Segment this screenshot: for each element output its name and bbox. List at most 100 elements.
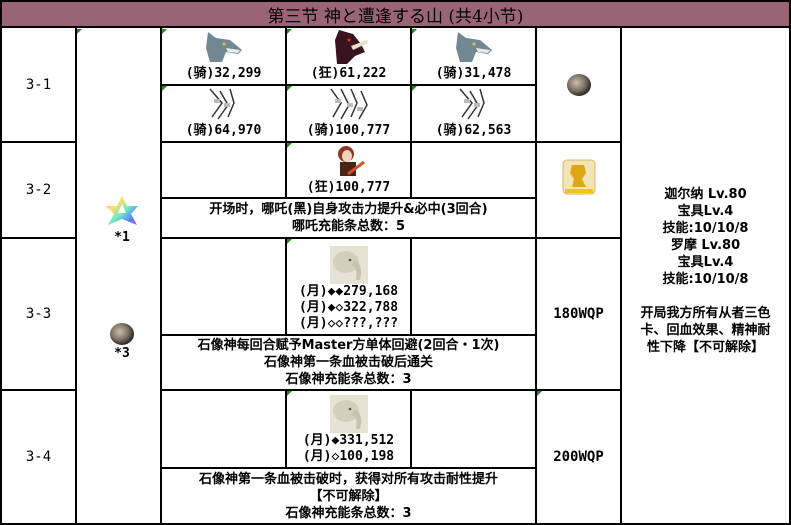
stage-label: 3-1 — [25, 76, 52, 93]
enemy-cell: (骑)64,970 — [162, 86, 285, 141]
enemy-hp-line: (月)◇◇???,??? — [298, 316, 399, 331]
reward-qp: 200WQP — [553, 449, 604, 465]
skeleton-horde-icon — [458, 88, 485, 120]
grid-line — [0, 523, 791, 525]
cell-marker — [412, 29, 417, 34]
grid-line — [620, 28, 622, 525]
team-info-line: 卡、回血效果、精神耐 — [640, 323, 771, 338]
stage-label: 3-2 — [25, 182, 52, 198]
cell-marker — [287, 86, 292, 91]
cell-marker — [287, 143, 292, 148]
nezha-icon — [337, 146, 365, 176]
grid-line — [410, 238, 412, 335]
grid-line — [160, 84, 537, 86]
wolf-icon — [455, 32, 492, 62]
team-info-line: 宝具Lv.4 — [677, 204, 734, 219]
stage-notes: 石像神第一条血被击破时，获得对所有攻击耐性提升 【不可解除】 石像神充能条总数：… — [162, 469, 535, 523]
grid-line — [160, 197, 537, 199]
cell-marker — [287, 239, 292, 244]
enemy-hp-line: (月)◇100,198 — [302, 449, 395, 464]
enemy-label: (骑)32,299 — [185, 66, 262, 81]
cell-marker — [287, 391, 292, 396]
team-info-line: 技能:10/10/8 — [662, 221, 749, 236]
note-line: 石像神第一条血被击破后通关 — [263, 355, 433, 370]
boar-icon — [334, 30, 368, 64]
team-info-line: 性下降【不可解除】 — [646, 340, 764, 355]
wolf-icon — [205, 32, 242, 62]
drop-count: *3 — [114, 346, 130, 361]
enemy-label: (狂)61,222 — [310, 66, 387, 81]
grid-line — [75, 28, 77, 525]
drop-item: *3 — [100, 318, 144, 364]
team-info-line: 迦尔纳 Lv.80 — [664, 187, 747, 202]
grid-line — [160, 334, 537, 336]
enemy-cell: (月)◆331,512 (月)◇100,198 — [287, 391, 410, 467]
cell-marker — [162, 29, 167, 34]
enemy-label: (骑)62,563 — [435, 123, 512, 138]
enemy-label: (狂)100,777 — [306, 180, 391, 195]
note-line: 石像神每回合赋予Master方单体回避(2回合・1次) — [197, 338, 500, 353]
rainbow-star-icon — [106, 196, 138, 225]
stage-notes: 开场时，哪吒(黑)自身攻击力提升&必中(3回合) 哪吒充能条总数：5 — [162, 199, 535, 237]
stage-label: 3-3 — [25, 306, 52, 322]
grid-line — [789, 28, 791, 525]
stage-notes: 石像神每回合赋予Master方单体回避(2回合・1次) 石像神第一条血被击破后通… — [162, 336, 535, 389]
enemy-label: (骑)64,970 — [185, 123, 262, 138]
enemy-cell: (骑)31,478 — [412, 28, 535, 84]
grid-line — [160, 467, 537, 469]
stone-elephant-icon — [329, 246, 368, 284]
grid-line — [0, 389, 76, 391]
grid-line — [535, 28, 537, 525]
team-info: 迦尔纳 Lv.80 宝具Lv.4 技能:10/10/8 罗摩 Lv.80 宝具L… — [622, 186, 789, 366]
drop-item: *1 — [100, 190, 144, 250]
golden-statue-icon — [562, 159, 595, 195]
reward-cell — [537, 143, 620, 237]
enemy-hp-line: (月)◆◇322,788 — [298, 300, 399, 315]
grid-line — [160, 141, 622, 143]
enemy-cell: (狂)61,222 — [287, 28, 410, 84]
enemy-cell: (月)◆◆279,168 (月)◆◇322,788 (月)◇◇???,??? — [287, 239, 410, 334]
enemy-cell: (骑)62,563 — [412, 86, 535, 141]
grid-line — [160, 237, 622, 239]
reward-qp: 180WQP — [553, 306, 604, 322]
enemy-cell: (狂)100,777 — [287, 143, 410, 197]
section-title: 第三节 神と遭逢する山 (共4小节) — [0, 0, 791, 28]
grid-line — [285, 238, 287, 335]
enemy-hp-line: (月)◆331,512 — [302, 433, 395, 448]
grid-line — [285, 142, 287, 199]
grid-line — [160, 28, 162, 525]
ore-stone-icon — [566, 73, 591, 96]
grid-line — [410, 390, 412, 468]
stone-elephant-icon — [329, 395, 368, 433]
ore-stone-icon — [110, 323, 134, 345]
enemy-label: (骑)31,478 — [435, 66, 512, 81]
note-line: 石像神充能条总数：3 — [285, 505, 412, 521]
cell-marker — [162, 86, 167, 91]
enemy-label: (骑)100,777 — [306, 123, 391, 138]
note-line: 石像神第一条血被击破时，获得对所有攻击耐性提升 — [198, 471, 498, 487]
note-line: 哪吒充能条总数：5 — [291, 219, 406, 234]
team-info-line: 罗摩 Lv.80 — [670, 238, 741, 253]
grid-line — [0, 237, 76, 239]
enemy-cell: (骑)100,777 — [287, 86, 410, 141]
skeleton-horde-icon — [329, 88, 368, 120]
grid-line — [285, 390, 287, 468]
grid-line — [0, 141, 76, 143]
cell-marker — [412, 86, 417, 91]
cell-marker — [537, 391, 542, 396]
drop-count: *1 — [114, 230, 130, 245]
note-line: 石像神充能条总数：3 — [285, 372, 412, 387]
cell-marker — [287, 29, 292, 34]
skeleton-horde-icon — [208, 88, 235, 120]
note-line: 【不可解除】 — [309, 488, 388, 504]
cell-marker — [77, 29, 82, 34]
reward-cell — [537, 28, 620, 141]
stage-label: 3-4 — [25, 449, 52, 465]
team-info-line: 开局我方所有从者三色 — [640, 306, 771, 321]
team-info-line: 技能:10/10/8 — [662, 272, 749, 287]
team-info-line: 宝具Lv.4 — [677, 255, 734, 270]
enemy-cell: (骑)32,299 — [162, 28, 285, 84]
grid-line — [410, 142, 412, 199]
enemy-hp-line: (月)◆◆279,168 — [298, 284, 399, 299]
grid-line — [0, 28, 2, 525]
